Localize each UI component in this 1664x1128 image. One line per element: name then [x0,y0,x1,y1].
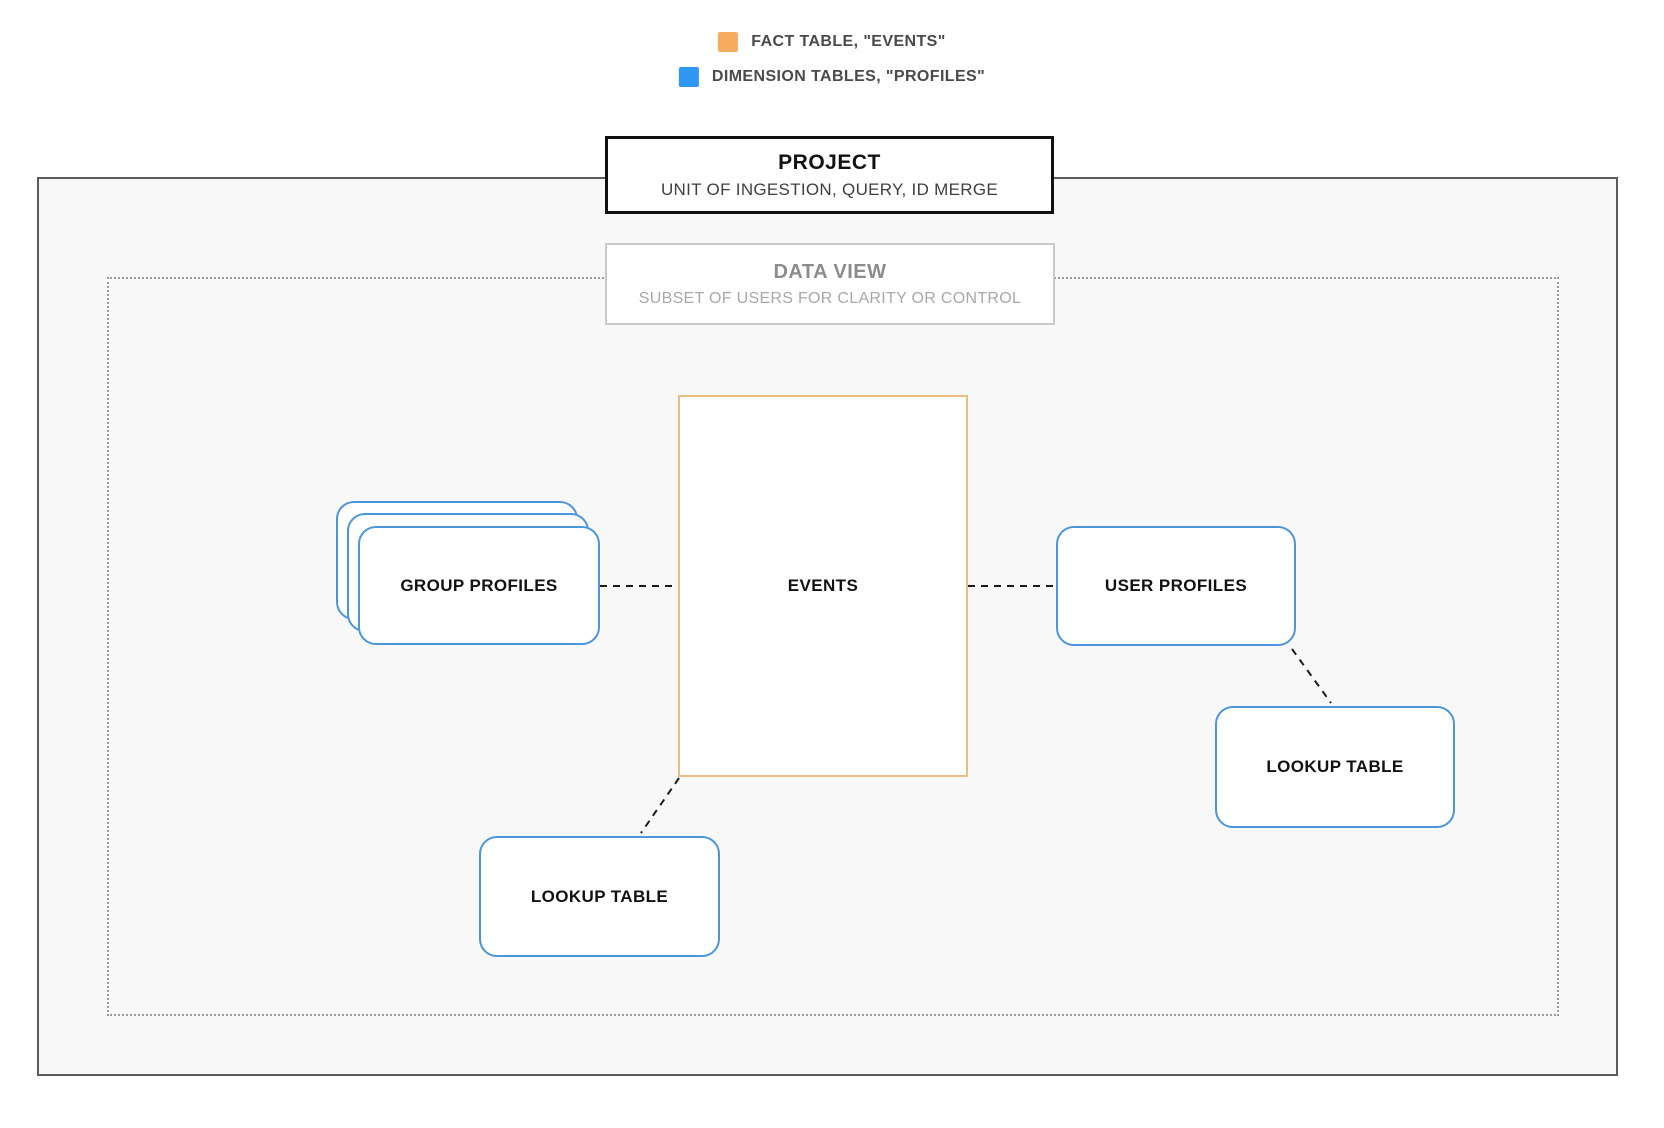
legend-item-dimension-tables: DIMENSION TABLES, "PROFILES" [678,67,986,87]
data-view-subtitle: SUBSET OF USERS FOR CLARITY OR CONTROL [638,289,1022,307]
group-profiles-node-label: GROUP PROFILES [400,575,558,595]
data-view-header-box: DATA VIEW SUBSET OF USERS FOR CLARITY OR… [605,243,1055,325]
group-profiles-node: GROUP PROFILES [336,501,600,646]
events-node: EVENTS [678,395,968,777]
user-profiles-node-label: USER PROFILES [1104,576,1248,595]
lookup-table-right-node-label: LOOKUP TABLE [1266,757,1404,776]
lookup-table-bottom-node-label: LOOKUP TABLE [530,886,669,906]
group-profiles-card-front: GROUP PROFILES [358,526,600,645]
fact-table-legend-label: FACT TABLE, "EVENTS" [751,33,946,50]
lookup-table-right-node: LOOKUP TABLE [1215,706,1455,828]
project-title: PROJECT [778,150,881,174]
project-subtitle: UNIT OF INGESTION, QUERY, ID MERGE [660,179,999,199]
edge-user-profiles-to-lookup-table [1291,648,1332,704]
edge-events-to-lookup-table [640,777,680,834]
lookup-table-bottom-node: LOOKUP TABLE [479,836,720,957]
data-view-title: DATA VIEW [773,260,887,283]
dimension-tables-legend-label: DIMENSION TABLES, "PROFILES" [711,68,986,85]
events-node-label: EVENTS [787,576,859,595]
fact-table-color-swatch [718,32,739,52]
user-profiles-node: USER PROFILES [1056,526,1296,646]
legend: FACT TABLE, "EVENTS" DIMENSION TABLES, "… [678,32,986,87]
legend-item-fact-table: FACT TABLE, "EVENTS" [718,32,945,52]
project-header-box: PROJECT UNIT OF INGESTION, QUERY, ID MER… [605,136,1054,214]
dimension-tables-color-swatch [678,67,699,87]
